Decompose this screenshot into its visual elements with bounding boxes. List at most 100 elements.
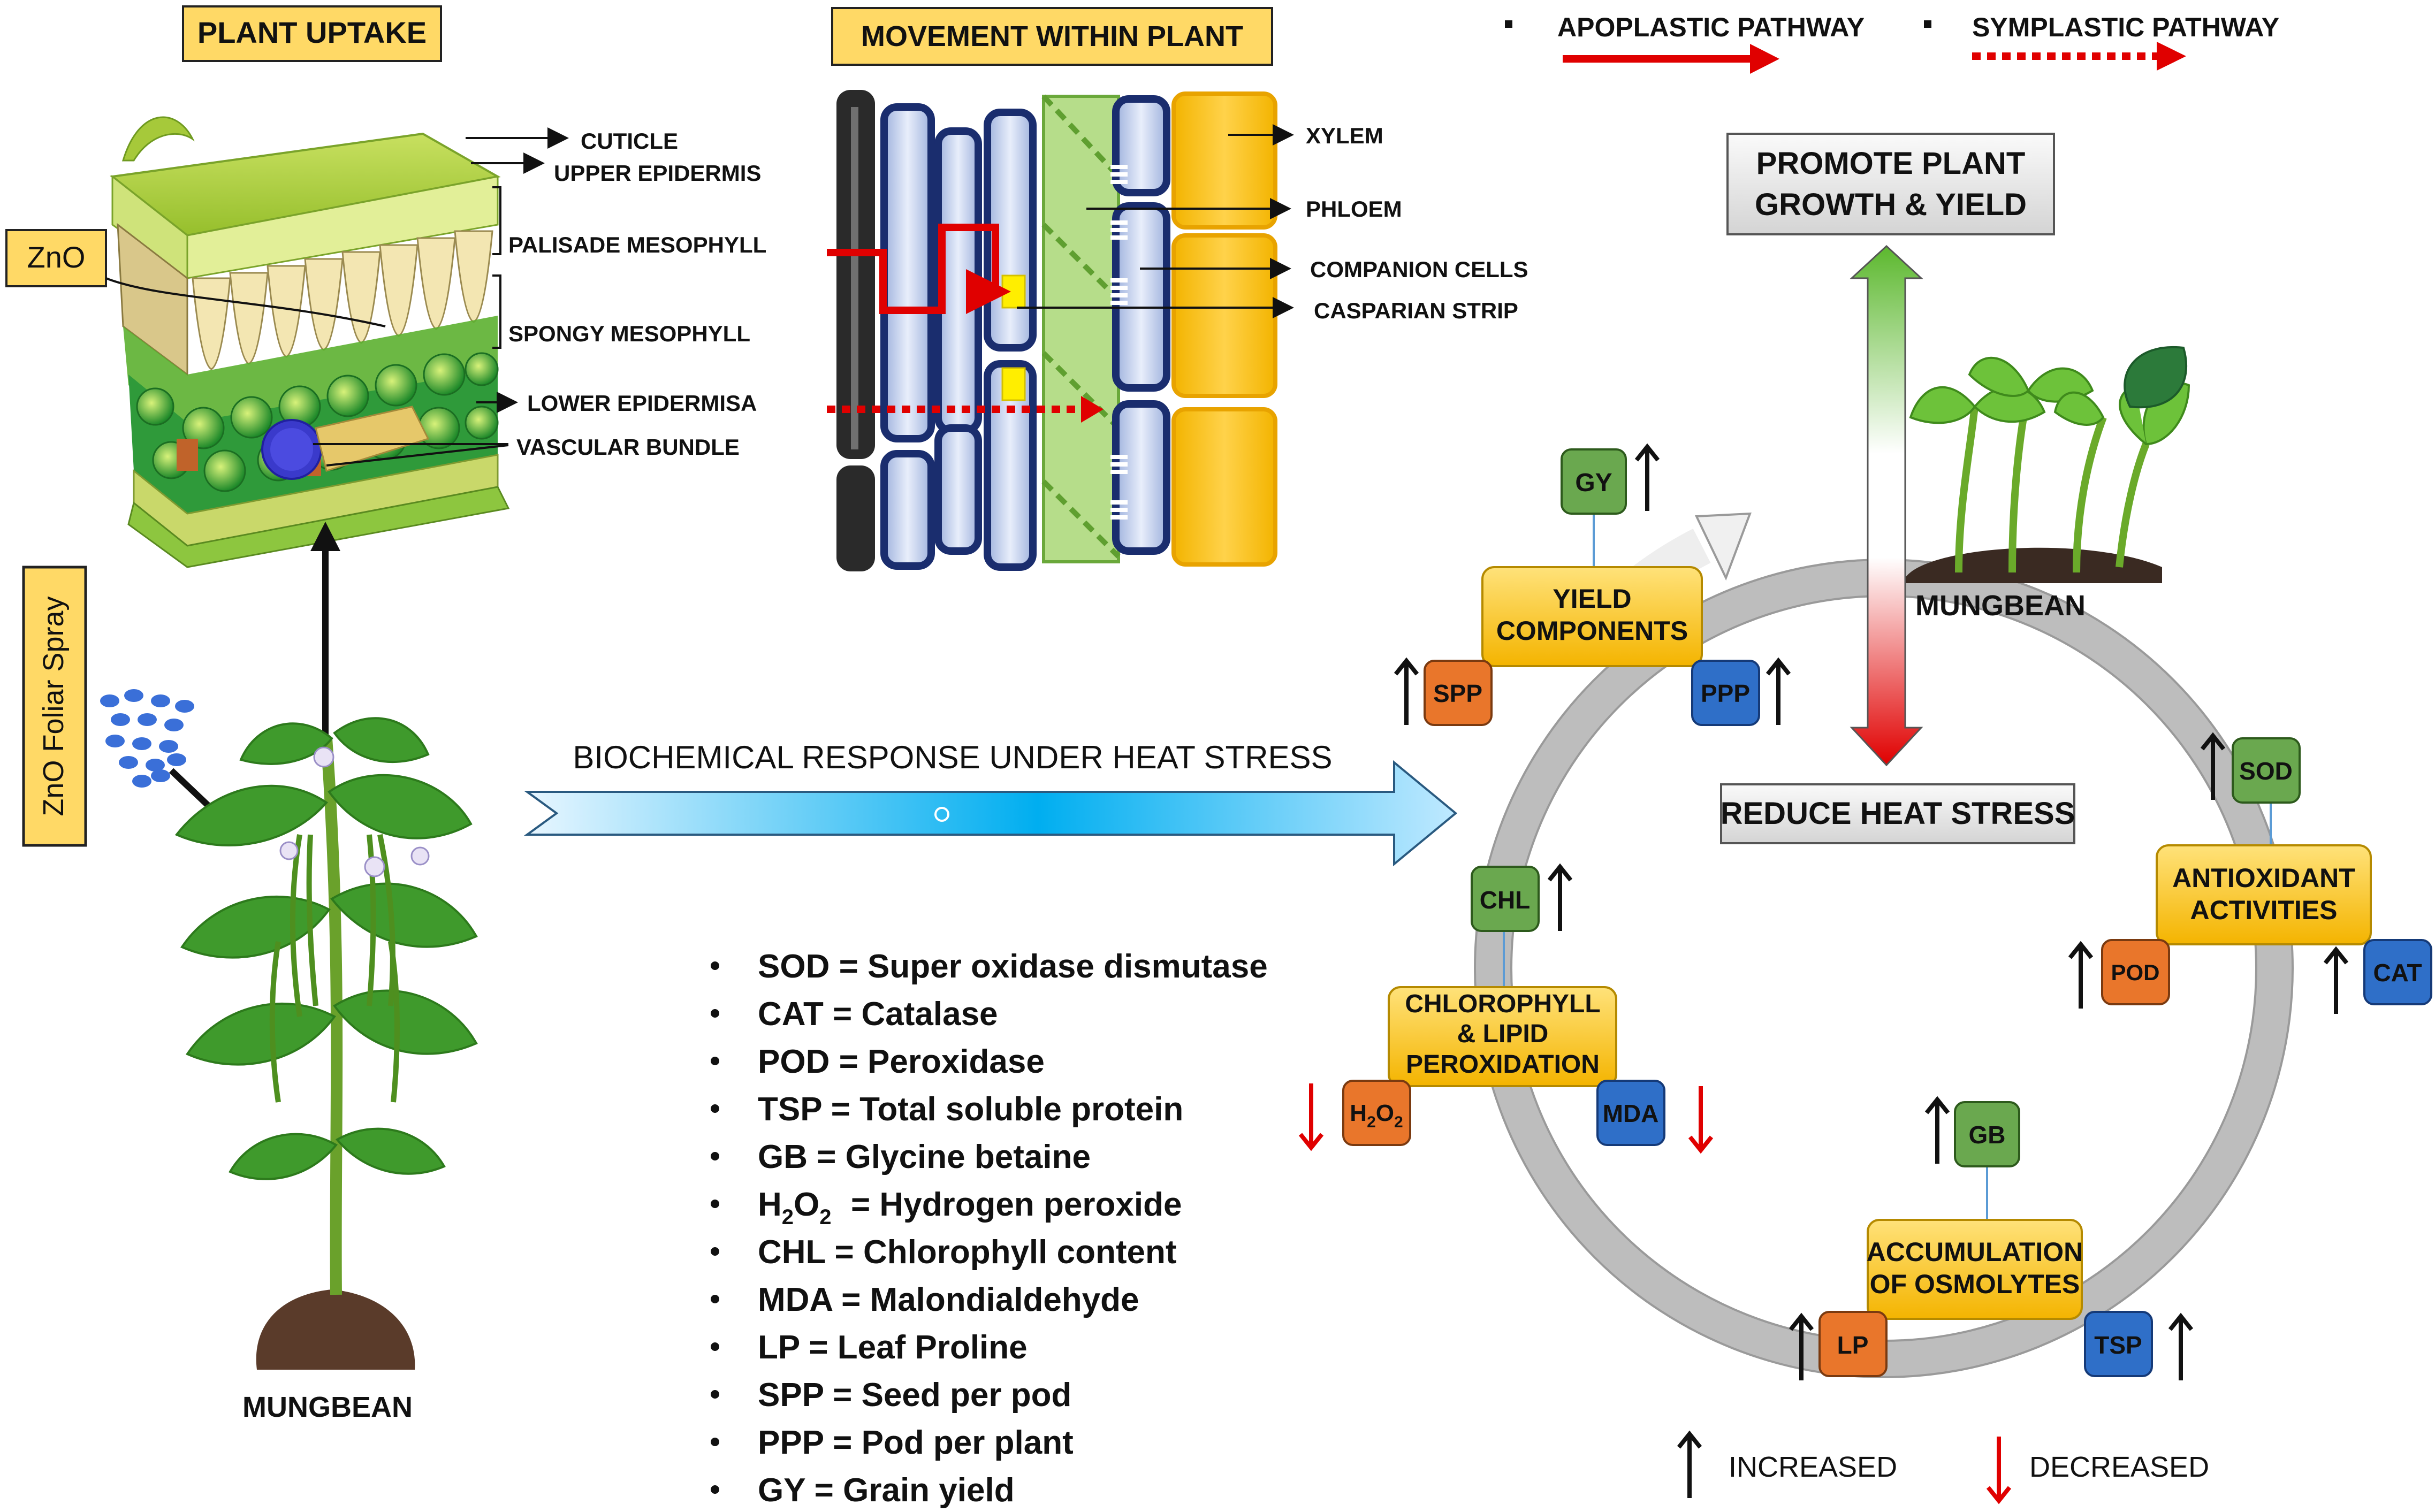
svg-text:BIOCHEMICAL RESPONSE UNDER HEA: BIOCHEMICAL RESPONSE UNDER HEAT STRESS: [573, 739, 1332, 775]
leaf-cross-section-illustration: [110, 116, 510, 568]
abbr-cat: CAT = Catalase: [758, 996, 998, 1033]
tsp-up-arrow: [2168, 1312, 2194, 1380]
h2o2-down-arrow: [1298, 1083, 1324, 1151]
svg-text:COMPANION CELLS: COMPANION CELLS: [1310, 257, 1528, 282]
marker-sod: SOD: [2232, 737, 2301, 804]
svg-text:ANTIOXIDANT: ANTIOXIDANT: [2172, 863, 2355, 893]
ppp-up-arrow: [1766, 657, 1791, 725]
svg-text:REDUCE HEAT STRESS: REDUCE HEAT STRESS: [1721, 796, 2075, 831]
svg-text:TSP: TSP: [2094, 1331, 2142, 1359]
svg-text:PLANT UPTAKE: PLANT UPTAKE: [197, 16, 427, 49]
svg-text:VASCULAR BUNDLE: VASCULAR BUNDLE: [516, 434, 740, 460]
svg-text:UPPER EPIDERMIS: UPPER EPIDERMIS: [554, 161, 761, 186]
svg-text:CASPARIAN STRIP: CASPARIAN STRIP: [1314, 298, 1518, 323]
svg-text:ZnO Foliar Spray: ZnO Foliar Spray: [37, 596, 70, 816]
abbr-mda: MDA = Malondialdehyde: [758, 1281, 1139, 1318]
osmolytes-box: ACCUMULATION OF OSMOLYTES: [1867, 1219, 2083, 1320]
svg-text:APOPLASTIC PATHWAY: APOPLASTIC PATHWAY: [1557, 12, 1865, 42]
leaf-label-spongy: SPONGY MESOPHYLL: [492, 274, 750, 349]
marker-spp: SPP: [1424, 660, 1493, 726]
svg-text:PROMOTE PLANT: PROMOTE PLANT: [1756, 146, 2026, 181]
legend-apoplastic: APOPLASTIC PATHWAY: [1505, 12, 1865, 74]
root-tissue-illustration: [827, 90, 1277, 571]
svg-text:CHL: CHL: [1480, 886, 1531, 914]
abbr-lp: LP = Leaf Proline: [758, 1329, 1028, 1366]
legend-symplastic: SYMPLASTIC PATHWAY: [1924, 12, 2279, 71]
leaf-label-palisade: PALISADE MESOPHYLL: [492, 186, 766, 257]
abbr-h2o2-formula: H2O2: [758, 1186, 832, 1229]
svg-text:ZnO: ZnO: [27, 240, 86, 274]
legend-increased: INCREASED: [1677, 1430, 1897, 1498]
mungbean-plant-illustration: [174, 717, 478, 1370]
svg-text:COMPONENTS: COMPONENTS: [1496, 616, 1688, 646]
biochemical-response-arrow: BIOCHEMICAL RESPONSE UNDER HEAT STRESS: [523, 739, 1458, 867]
svg-text:CHLOROPHYLL: CHLOROPHYLL: [1405, 990, 1600, 1018]
promote-growth-box: PROMOTE PLANT GROWTH & YIELD: [1726, 133, 2055, 235]
movement-header: MOVEMENT WITHIN PLANT: [831, 7, 1273, 66]
antioxidant-activities-box: ANTIOXIDANT ACTIVITIES: [2156, 844, 2372, 945]
leaf-label-upper-epidermis: UPPER EPIDERMIS: [471, 152, 761, 186]
svg-text:GB: GB: [1969, 1121, 2006, 1149]
svg-text:H2O2: H2O2: [1350, 1100, 1403, 1131]
svg-text:SYMPLASTIC PATHWAY: SYMPLASTIC PATHWAY: [1972, 12, 2279, 42]
marker-gy: GY: [1561, 448, 1627, 515]
growth-stress-double-arrow: [1850, 245, 1923, 767]
pod-up-arrow: [2068, 941, 2094, 1009]
reduce-heat-stress-box: REDUCE HEAT STRESS: [1720, 783, 2075, 844]
marker-tsp: TSP: [2084, 1311, 2153, 1377]
leaf-label-lower-epidermis: LOWER EPIDERMISA: [476, 391, 757, 416]
svg-text:MOVEMENT WITHIN PLANT: MOVEMENT WITHIN PLANT: [861, 20, 1243, 52]
marker-pod: POD: [2101, 939, 2170, 1005]
abbr-pod: POD = Peroxidase: [758, 1043, 1045, 1080]
abbr-gb: GB = Glycine betaine: [758, 1139, 1091, 1175]
root-label-casparian-strip: CASPARIAN STRIP: [1017, 297, 1518, 323]
trend-arrows: [1298, 443, 2349, 1380]
svg-text:SPONGY MESOPHYLL: SPONGY MESOPHYLL: [508, 321, 750, 346]
zno-label: ZnO: [5, 229, 386, 327]
chl-up-arrow: [1547, 863, 1573, 931]
chlorophyll-lipid-box: CHLOROPHYLL & LIPID PEROXIDATION: [1388, 986, 1617, 1087]
svg-text:INCREASED: INCREASED: [1729, 1451, 1897, 1483]
spray-droplets: [100, 689, 194, 788]
svg-text:ACTIVITIES: ACTIVITIES: [2190, 895, 2337, 925]
svg-text:SPP: SPP: [1433, 679, 1482, 707]
svg-text:ACCUMULATION: ACCUMULATION: [1867, 1237, 2083, 1267]
svg-text:CAT: CAT: [2373, 959, 2422, 987]
leaf-label-vascular-bundle: VASCULAR BUNDLE: [313, 434, 740, 467]
marker-ppp: PPP: [1691, 660, 1760, 726]
root-label-companion-cells: COMPANION CELLS: [1140, 257, 1528, 282]
svg-text:DECREASED: DECREASED: [2029, 1451, 2209, 1483]
abbr-chl: CHL = Chlorophyll content: [758, 1234, 1176, 1271]
legend-decreased: DECREASED: [1986, 1437, 2209, 1505]
zno-foliar-spray-label: ZnO Foliar Spray: [22, 566, 87, 847]
svg-text:PEROXIDATION: PEROXIDATION: [1406, 1050, 1600, 1079]
abbr-sod: SOD = Super oxidase dismutase: [758, 948, 1268, 985]
mungbean-seedlings-illustration: [1905, 346, 2190, 583]
svg-text:& LIPID: & LIPID: [1457, 1020, 1549, 1048]
svg-text:OF OSMOLYTES: OF OSMOLYTES: [1870, 1269, 2080, 1299]
mungbean-label-left: MUNGBEAN: [242, 1391, 413, 1423]
svg-text:MDA: MDA: [1603, 1099, 1659, 1127]
abbreviation-list: SOD = Super oxidase dismutase CAT = Cata…: [711, 948, 1268, 1509]
marker-gb: GB: [1954, 1101, 2020, 1167]
svg-text:PHLOEM: PHLOEM: [1306, 196, 1402, 222]
abbr-ppp: PPP = Pod per plant: [758, 1424, 1074, 1461]
marker-cat: CAT: [2363, 939, 2432, 1005]
lp-up-arrow: [1789, 1312, 1814, 1380]
svg-text:XYLEM: XYLEM: [1306, 123, 1383, 148]
svg-text:YIELD: YIELD: [1553, 584, 1631, 614]
gy-up-arrow: [1634, 443, 1660, 511]
svg-text:POD: POD: [2111, 960, 2159, 985]
mungbean-label-right: MUNGBEAN: [1915, 590, 2086, 622]
marker-h2o2: H2O2: [1342, 1080, 1411, 1146]
marker-lp: LP: [1818, 1311, 1888, 1377]
svg-text:GROWTH & YIELD: GROWTH & YIELD: [1755, 187, 2027, 222]
abbr-h2o2: = Hydrogen peroxide: [851, 1186, 1182, 1223]
svg-text:LP: LP: [1837, 1331, 1869, 1359]
abbr-tsp: TSP = Total soluble protein: [758, 1091, 1183, 1128]
mda-down-arrow: [1688, 1086, 1714, 1154]
yield-components-box: YIELD COMPONENTS: [1481, 566, 1703, 667]
uptake-arrow: [310, 522, 340, 738]
